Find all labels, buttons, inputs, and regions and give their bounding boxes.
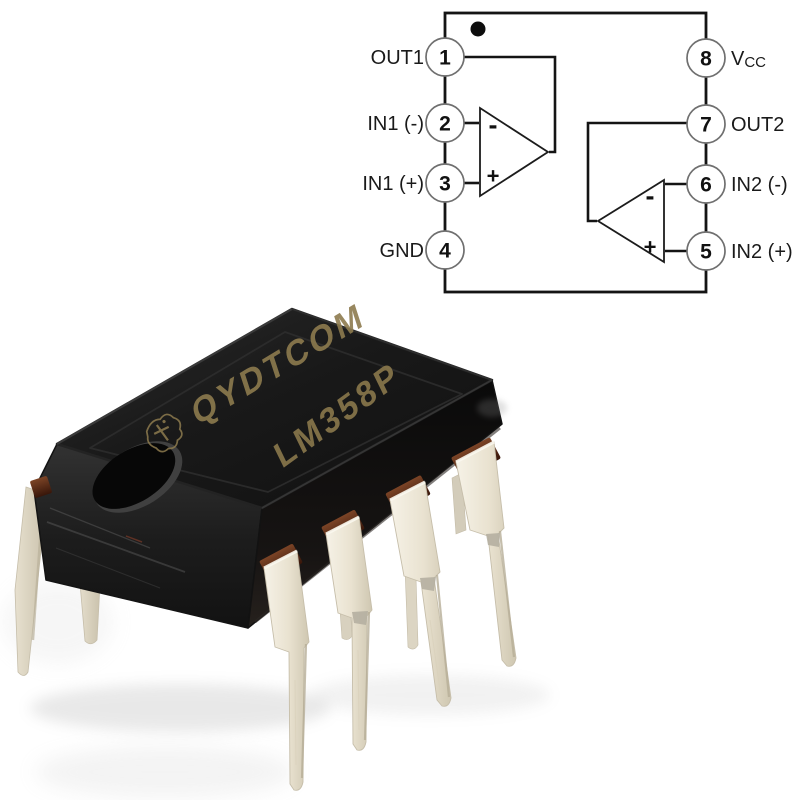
pin-4-circle [425, 230, 465, 270]
pin-1: 1 OUT1 [371, 37, 465, 77]
pin-8-label: VCC [731, 48, 766, 71]
pin-1-number: 1 [439, 47, 451, 70]
leg-2-streak [357, 649, 360, 731]
edge-highlight-back [56, 308, 293, 445]
leg-3-streak [429, 619, 441, 691]
leg-3-edge-shade [435, 574, 451, 698]
pin-5-label: IN2 (+) [731, 241, 793, 263]
pin-1-label: OUT1 [371, 47, 424, 69]
front-legs [263, 441, 517, 791]
pin-8: 8 VCC [686, 38, 766, 78]
chip-photo: QYDTCOM LM358P [3, 295, 550, 798]
pin1-dimple [92, 441, 183, 513]
front-face-red-scratch [125, 535, 143, 543]
leg-2-edge-shade [363, 611, 371, 741]
opamp1-minus-sign: - [489, 110, 498, 140]
pin-6-number: 6 [700, 174, 712, 197]
leg-4-top-highlight [455, 440, 495, 464]
leg-1-streak [294, 679, 297, 766]
pin-5-circle [686, 231, 726, 271]
left-face-scratch-1 [49, 507, 151, 549]
ic-body-outline [443, 11, 708, 294]
pin1-indicator-dot [470, 21, 486, 37]
front-leg-1 [263, 550, 310, 791]
pin-8-circle [686, 38, 726, 78]
pin-8-label-main: V [731, 48, 745, 70]
pin-6: 6 IN2 (-) [686, 164, 788, 204]
pin-5: 5 IN2 (+) [686, 231, 793, 271]
pin-5-number: 5 [700, 241, 712, 264]
leg-2-notch-metal [352, 611, 368, 625]
front-face-sheen [477, 399, 507, 417]
pin-6-circle [686, 164, 726, 204]
ti-logo-letters [153, 424, 170, 442]
pinout-diagram: - + - + 1 OUT1 2 IN1 (-) 3 IN1 (+) 4 GND [362, 11, 793, 294]
left-face-scratch-3 [55, 547, 161, 589]
pin-6-label: IN2 (-) [731, 174, 788, 196]
pin-4-label: GND [380, 240, 424, 262]
pin-7-circle [686, 104, 726, 144]
left-face-scratch-2 [46, 521, 186, 573]
leg-3-notch-metal [420, 577, 436, 591]
pin-3: 3 IN1 (+) [362, 163, 465, 203]
pin-7-number: 7 [700, 114, 712, 137]
ti-logo-outline [145, 413, 183, 453]
opamp2-minus-sign: - [646, 181, 655, 211]
shadow-right [310, 675, 550, 715]
edge-highlight-right [291, 308, 493, 381]
shadow-floor [35, 746, 295, 798]
pin-2-number: 2 [439, 113, 451, 136]
pin-2-label: IN1 (-) [367, 113, 424, 135]
leg-3-top-highlight [389, 480, 426, 502]
pin-4-number: 4 [439, 240, 451, 263]
leg-2-top-highlight [325, 515, 360, 536]
front-leg-4 [455, 441, 517, 667]
leg-1-edge-shade [300, 643, 308, 779]
pin-7: 7 OUT2 [686, 104, 784, 144]
leg-4-edge-shade [498, 530, 516, 658]
back-leg-1 [14, 486, 48, 676]
leg-details [263, 440, 516, 779]
pin-3-circle [425, 163, 465, 203]
pin-1-circle [425, 37, 465, 77]
pad-left-corner [30, 476, 52, 498]
front-leg-3 [389, 481, 452, 707]
pin-2: 2 IN1 (-) [367, 103, 465, 143]
opamp2-plus-sign: + [644, 235, 657, 260]
pin-8-number: 8 [700, 48, 712, 71]
shadow-left [30, 684, 330, 732]
opamp1-plus-sign: + [487, 164, 500, 189]
pin-7-label: OUT2 [731, 114, 784, 136]
ti-logo-dot [162, 419, 166, 424]
opamp1-triangle [479, 106, 550, 198]
texas-instruments-logo-icon [145, 413, 183, 453]
leg-1-top-highlight [263, 549, 298, 570]
opamp2-triangle [596, 178, 665, 264]
pin-2-circle [425, 103, 465, 143]
seam-highlight [261, 379, 493, 509]
dimple-hole [92, 443, 176, 509]
pin-4: 4 GND [380, 230, 465, 270]
molding-inset-line [89, 331, 463, 493]
leg-4-notch-metal [486, 533, 500, 547]
pin-8-label-sub: CC [744, 54, 766, 71]
net-out2-feedback [586, 121, 688, 223]
pin-3-number: 3 [439, 173, 451, 196]
net-out1-feedback [463, 55, 557, 154]
pin-3-label: IN1 (+) [362, 173, 424, 195]
